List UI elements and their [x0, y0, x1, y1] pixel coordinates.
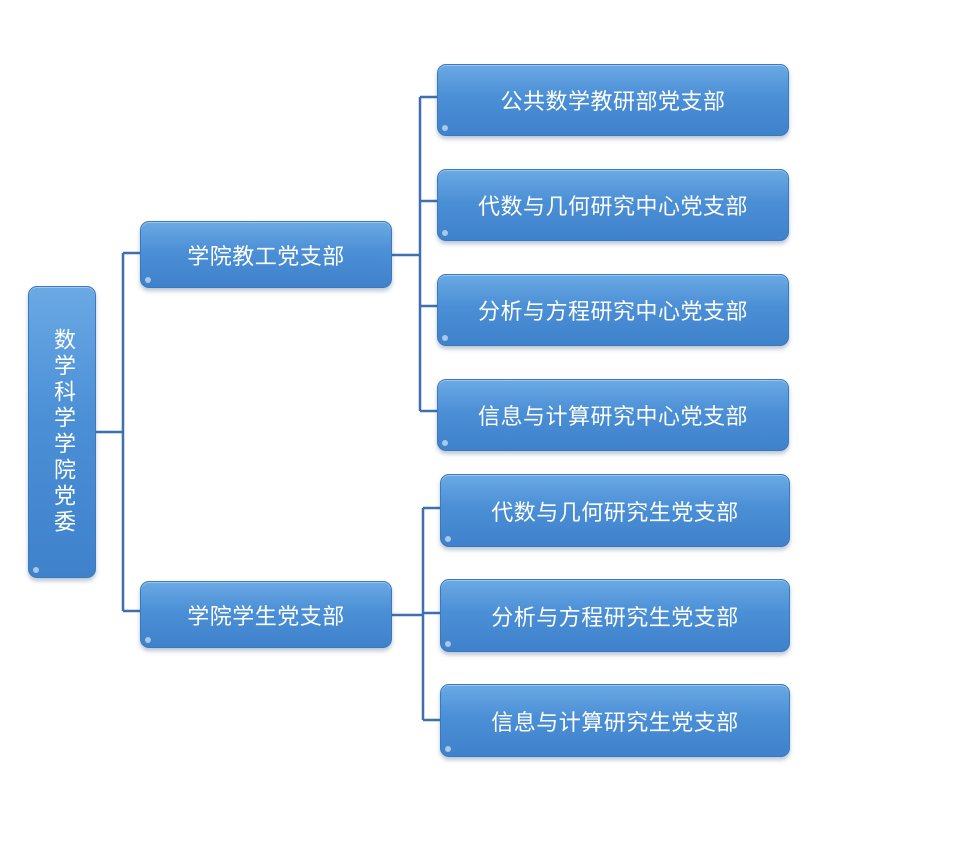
leaf-label: 代数与几何研究生党支部 [491, 500, 739, 526]
leaf-node: 信息与计算研究中心党支部 [437, 379, 789, 451]
root-label: 数学科学学院党委 [50, 328, 75, 536]
leaf-node: 分析与方程研究生党支部 [440, 579, 790, 652]
branch-label: 学院学生党支部 [187, 604, 345, 630]
leaf-label: 代数与几何研究中心党支部 [477, 195, 748, 220]
leaf-label: 信息与计算研究中心党支部 [477, 405, 748, 430]
connector-branch-1 [392, 95, 437, 413]
leaf-node: 分析与方程研究中心党支部 [437, 274, 789, 346]
leaf-node: 代数与几何研究生党支部 [440, 474, 790, 547]
connector-root-trunk [96, 251, 140, 613]
leaf-node: 信息与计算研究生党支部 [440, 684, 790, 757]
leaf-label: 分析与方程研究中心党支部 [477, 300, 748, 325]
leaf-node: 公共数学教研部党支部 [437, 64, 789, 136]
branch-node-student: 学院学生党支部 [140, 581, 392, 648]
leaf-label: 信息与计算研究生党支部 [491, 710, 739, 736]
leaf-node: 代数与几何研究中心党支部 [437, 169, 789, 241]
root-node: 数学科学学院党委 [28, 286, 96, 578]
branch-node-faculty: 学院教工党支部 [140, 221, 392, 288]
leaf-label: 公共数学教研部党支部 [500, 90, 726, 115]
branch-label: 学院教工党支部 [187, 244, 345, 270]
leaf-label: 分析与方程研究生党支部 [491, 605, 739, 631]
connector-branch-2 [392, 506, 440, 722]
